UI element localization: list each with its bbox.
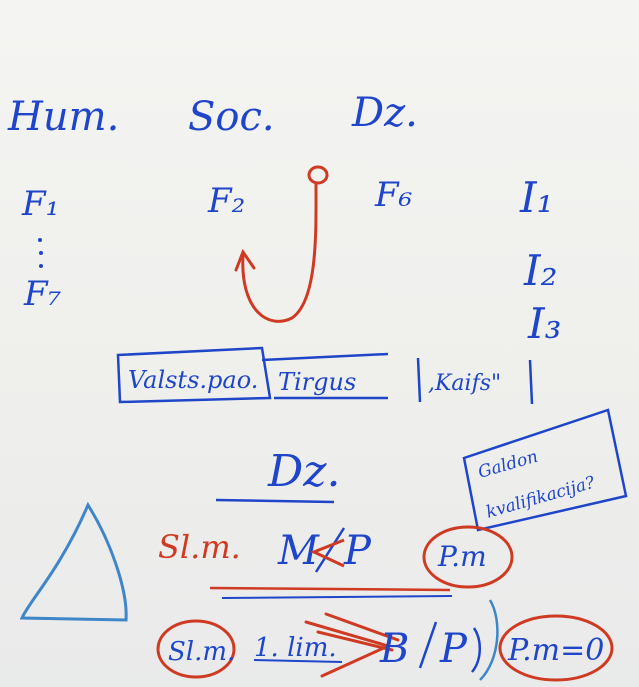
- i2-label: I₂: [523, 246, 557, 295]
- f1-label: F₁: [21, 184, 59, 224]
- pm-circle: [422, 525, 514, 589]
- ratio-bottom-p: P: [439, 626, 468, 672]
- f2-label: F₂: [207, 181, 245, 221]
- ratio-top-red-mark: [310, 538, 345, 568]
- ratio-top-p: P: [343, 528, 372, 574]
- red-arrows: [304, 612, 400, 678]
- valsts-label: Valsts.pao.: [128, 366, 258, 394]
- kaifs-label: ,Kaifs": [428, 371, 501, 396]
- slm-label: Sl.m.: [158, 528, 241, 566]
- hook-arrow: [234, 165, 329, 323]
- tirgus-box: [261, 352, 389, 400]
- ratio-bottom-slash: [418, 621, 438, 669]
- lim-underline: [253, 659, 343, 663]
- ratio-top-slash: [314, 527, 346, 573]
- dz-label: Dz.: [351, 90, 418, 136]
- kaifs-box-right: [528, 359, 534, 405]
- hum-label: Hum.: [7, 94, 119, 140]
- dz-underline: [215, 498, 335, 504]
- bottom-slm-circle: [156, 619, 236, 679]
- pm-zero-circle: [498, 614, 614, 682]
- kaifs-box-left: [416, 357, 422, 403]
- valsts-box: [116, 346, 272, 404]
- note-box: [462, 408, 628, 532]
- double-line-bottom: [221, 595, 453, 599]
- boxes-row: [116, 346, 534, 405]
- pm-zero-label: P.m=0: [507, 633, 604, 668]
- center-dz-label: Dz.: [267, 446, 340, 497]
- i1-label: I₁: [519, 173, 553, 222]
- tirgus-label: Tirgus: [278, 368, 356, 396]
- triangle-shape: [19, 501, 128, 622]
- vertical-ellipsis: [38, 238, 43, 268]
- bottom-paren: [470, 627, 481, 673]
- double-line-top: [209, 586, 451, 592]
- i3-label: I₃: [527, 299, 561, 348]
- f7-label: F₇: [23, 274, 62, 314]
- bottom-slm-label: Sl.m.: [168, 637, 235, 667]
- bottom-lim-label: 1. lim.: [254, 633, 337, 663]
- ratio-bottom-b: B: [379, 626, 409, 672]
- f6-label: F₆: [374, 175, 412, 215]
- soc-label: Soc.: [188, 94, 275, 140]
- pm-label: P.m: [437, 540, 487, 573]
- bottom-light-curve: [479, 599, 499, 681]
